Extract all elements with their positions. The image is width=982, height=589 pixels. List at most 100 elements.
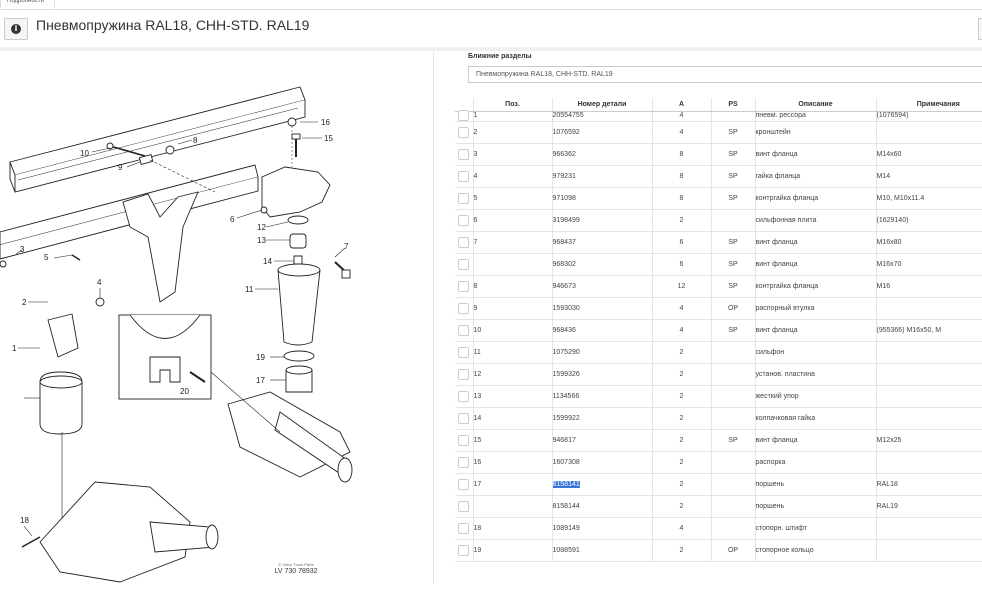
cell-notes <box>875 385 982 408</box>
cell-ps <box>710 363 755 386</box>
cell-notes-text: (1076594) <box>876 112 909 119</box>
cell-pos: 19 <box>472 539 552 562</box>
cell-part-number: 8158141 <box>551 473 652 496</box>
cell-description-text: стопорн. штифт <box>755 525 807 532</box>
cell-ps-text: OP <box>727 305 739 312</box>
cell-notes-text: M16x70 <box>876 261 902 268</box>
cell-description-text: сильфонная плита <box>755 217 817 224</box>
cell-part-number-text: 1076592 <box>552 129 580 136</box>
row-select-checkbox[interactable] <box>458 369 470 380</box>
row-select-checkbox[interactable] <box>458 347 470 358</box>
cell-notes-text: (1629140) <box>876 217 909 224</box>
row-checkbox <box>455 341 473 364</box>
cell-description-text: винт фланца <box>755 151 798 158</box>
cell-pos: 6 <box>472 209 552 232</box>
cell-qty: 8 <box>651 165 711 188</box>
row-select-checkbox[interactable] <box>458 501 470 512</box>
cell-qty: 6 <box>651 231 711 254</box>
row-select-checkbox[interactable] <box>458 303 470 314</box>
cell-qty-text: 6 <box>679 261 684 268</box>
row-select-checkbox[interactable] <box>458 545 470 556</box>
header-qty[interactable]: A <box>651 98 711 112</box>
row-select-checkbox[interactable] <box>458 127 470 138</box>
cell-qty: 2 <box>651 363 711 386</box>
callout-16: 16 <box>321 118 330 127</box>
cell-pos: 18 <box>472 517 552 540</box>
info-button[interactable]: i <box>4 18 28 40</box>
row-select-checkbox[interactable] <box>458 149 470 160</box>
cell-part-number: 1075290 <box>551 341 652 364</box>
header-part-number[interactable]: Номер детали <box>551 98 652 112</box>
cell-part-number-text: 979231 <box>552 173 576 180</box>
header-action-button[interactable] <box>978 18 982 40</box>
cell-description-text: распорка <box>755 459 786 466</box>
cell-part-number: 8158144 <box>551 495 652 518</box>
header-ps[interactable]: PS <box>710 98 755 112</box>
header-select <box>455 98 473 112</box>
cell-description: установ. пластина <box>754 363 876 386</box>
row-select-checkbox[interactable] <box>458 325 470 336</box>
row-select-checkbox[interactable] <box>458 457 470 468</box>
header-notes[interactable]: Примечания <box>875 98 982 112</box>
cell-qty-text: 2 <box>679 547 684 554</box>
cell-pos: 10 <box>472 319 552 342</box>
row-select-checkbox[interactable] <box>458 479 470 490</box>
cell-ps: OP <box>710 539 755 562</box>
row-select-checkbox[interactable] <box>458 215 470 226</box>
row-checkbox <box>455 517 473 540</box>
nearby-sections-select[interactable] <box>468 66 982 83</box>
cell-part-number: 971098 <box>551 187 652 210</box>
row-select-checkbox[interactable] <box>458 193 470 204</box>
cell-notes-text: RAL18 <box>876 481 898 488</box>
header-pos[interactable]: Поз. <box>472 98 552 112</box>
parts-list-panel: Ближние разделы Поз. Номер детали A PS О… <box>455 52 982 584</box>
cell-description-text: контргайка фланца <box>755 283 819 290</box>
row-select-checkbox[interactable] <box>458 110 470 121</box>
row-select-checkbox[interactable] <box>458 391 470 402</box>
cell-part-number-text: 971098 <box>552 195 576 202</box>
cell-qty-text: 2 <box>679 459 684 466</box>
cell-notes-text: (955366) M16x50, M <box>876 327 942 334</box>
row-select-checkbox[interactable] <box>458 435 470 446</box>
row-select-checkbox[interactable] <box>458 237 470 248</box>
cell-pos: 9 <box>472 297 552 320</box>
cell-ps <box>710 385 755 408</box>
cell-notes: M10, M10x11.4 <box>875 187 982 210</box>
cell-part-number: 1089149 <box>551 517 652 540</box>
row-select-checkbox[interactable] <box>458 171 470 182</box>
row-select-checkbox[interactable] <box>458 259 470 270</box>
row-select-checkbox[interactable] <box>458 281 470 292</box>
row-checkbox <box>455 275 473 298</box>
callout-6: 6 <box>230 215 235 224</box>
callout-19: 19 <box>256 353 265 362</box>
row-select-checkbox[interactable] <box>458 413 470 424</box>
row-select-checkbox[interactable] <box>458 523 470 534</box>
cell-ps: SP <box>710 165 755 188</box>
tab-details[interactable]: Подробности <box>0 0 55 9</box>
cell-notes <box>875 539 982 562</box>
cell-notes: RAL18 <box>875 473 982 496</box>
row-checkbox <box>455 319 473 342</box>
header-description[interactable]: Описание <box>754 98 876 112</box>
